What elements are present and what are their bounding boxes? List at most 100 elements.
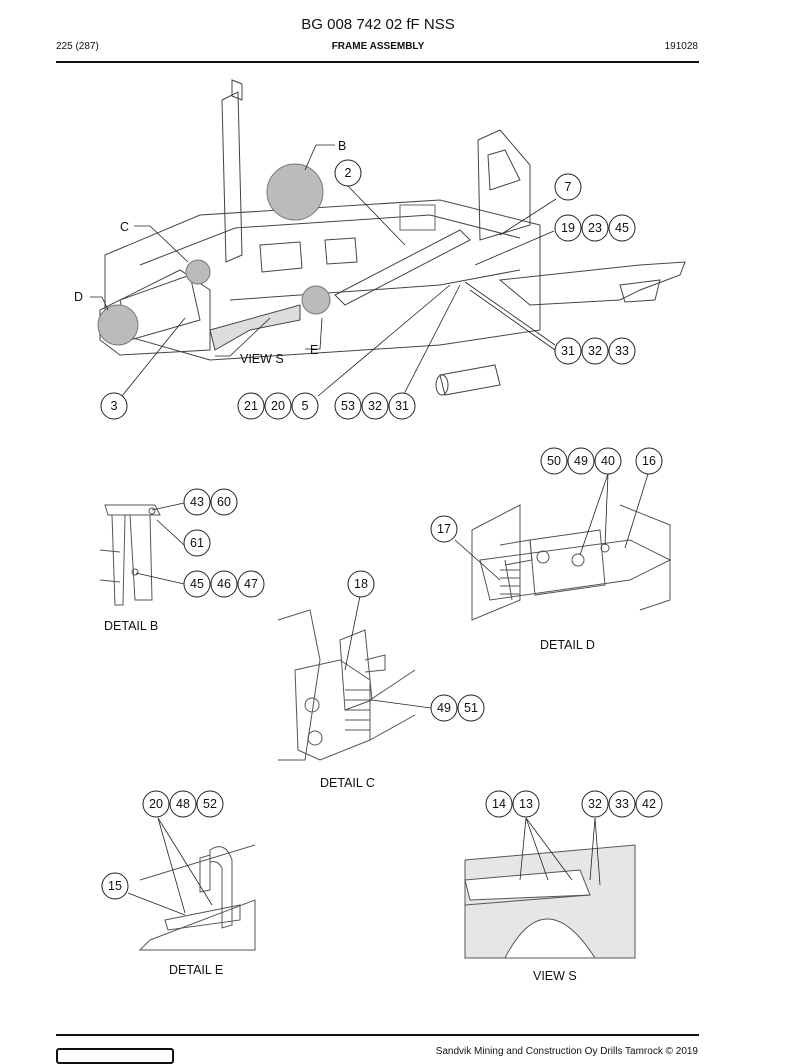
callout-13: 13 [512,790,540,818]
svg-text:40: 40 [601,454,615,468]
label-e: E [310,343,318,357]
label-detail-c: DETAIL C [320,776,375,790]
svg-text:49: 49 [574,454,588,468]
header-rule [56,61,699,63]
callout-50: 50 [540,447,568,475]
svg-text:33: 33 [615,797,629,811]
svg-text:49: 49 [437,701,451,715]
footer-rule [56,1034,699,1036]
callout-53: 53 [334,392,362,420]
svg-text:32: 32 [588,797,602,811]
svg-text:60: 60 [217,495,231,509]
svg-text:23: 23 [588,221,602,235]
callout-20: 20 [264,392,292,420]
svg-text:52: 52 [203,797,217,811]
svg-text:33: 33 [615,344,629,358]
callout-32-b: 32 [361,392,389,420]
svg-text:45: 45 [615,221,629,235]
svg-text:5: 5 [302,399,309,413]
callout-23: 23 [581,214,609,242]
label-c: C [120,220,129,234]
callout-40: 40 [594,447,622,475]
svg-text:31: 31 [395,399,409,413]
callout-32: 32 [581,337,609,365]
callout-48: 48 [169,790,197,818]
callout-49: 49 [567,447,595,475]
callout-16: 16 [635,447,663,475]
callout-33-b: 33 [608,790,636,818]
svg-text:18: 18 [354,577,368,591]
svg-text:19: 19 [561,221,575,235]
svg-text:51: 51 [464,701,478,715]
label-view-s: VIEW S [240,352,284,366]
callout-21: 21 [237,392,265,420]
callout-19: 19 [554,214,582,242]
svg-text:13: 13 [519,797,533,811]
detail-d-leaders [454,473,649,581]
svg-text:31: 31 [561,344,575,358]
callout-3: 3 [100,392,128,420]
frame-assembly-illustration [97,79,686,396]
callout-33: 33 [608,337,636,365]
callout-45: 45 [608,214,636,242]
callout-46: 46 [210,570,238,598]
callout-31: 31 [554,337,582,365]
callout-7: 7 [554,173,582,201]
svg-text:50: 50 [547,454,561,468]
svg-text:45: 45 [190,577,204,591]
detail-e-leaders [127,817,213,916]
svg-text:15: 15 [108,879,122,893]
label-d: D [74,290,83,304]
svg-text:53: 53 [341,399,355,413]
callout-20-b: 20 [142,790,170,818]
svg-text:20: 20 [271,399,285,413]
callout-43: 43 [183,488,211,516]
svg-text:32: 32 [588,344,602,358]
callout-bubbles: 2 7 19 23 45 31 32 33 3 21 20 5 53 32 31… [100,159,663,900]
main-leader-lines [90,144,557,397]
callout-32-c: 32 [581,790,609,818]
label-detail-d: DETAIL D [540,638,595,652]
label-detail-b: DETAIL B [104,619,158,633]
detail-e-illustration [138,844,256,951]
label-view-s-detail: VIEW S [533,969,577,983]
label-b: B [338,139,346,153]
svg-text:32: 32 [368,399,382,413]
section-title: FRAME ASSEMBLY [331,41,425,52]
svg-text:21: 21 [244,399,258,413]
svg-text:3: 3 [111,399,118,413]
view-s-leaders [519,817,601,886]
callout-49-b: 49 [430,694,458,722]
detail-c-illustration [277,609,416,761]
callout-45-b: 45 [183,570,211,598]
label-detail-e: DETAIL E [169,963,223,977]
callout-15: 15 [101,872,129,900]
callout-51: 51 [457,694,485,722]
callout-60: 60 [210,488,238,516]
svg-text:17: 17 [437,522,451,536]
callout-2: 2 [334,159,362,187]
view-s-illustration [464,844,636,959]
detail-b-leaders [135,502,185,585]
svg-text:46: 46 [217,577,231,591]
page-number: 225 (287) [56,41,99,52]
detail-d-illustration [471,504,672,621]
callout-42: 42 [635,790,663,818]
svg-text:42: 42 [642,797,656,811]
svg-text:61: 61 [190,536,204,550]
svg-text:14: 14 [492,797,506,811]
document-title: BG 008 742 02 fF NSS [301,16,455,33]
callout-18: 18 [347,570,375,598]
callout-52: 52 [196,790,224,818]
detail-b-illustration [99,504,161,606]
callout-17: 17 [430,515,458,543]
callout-5: 5 [291,392,319,420]
svg-text:16: 16 [642,454,656,468]
svg-text:43: 43 [190,495,204,509]
svg-text:7: 7 [565,180,572,194]
detail-c-leaders [344,595,432,709]
copyright-footer: Sandvik Mining and Construction Oy Drill… [435,1046,698,1057]
callout-14: 14 [485,790,513,818]
svg-text:20: 20 [149,797,163,811]
